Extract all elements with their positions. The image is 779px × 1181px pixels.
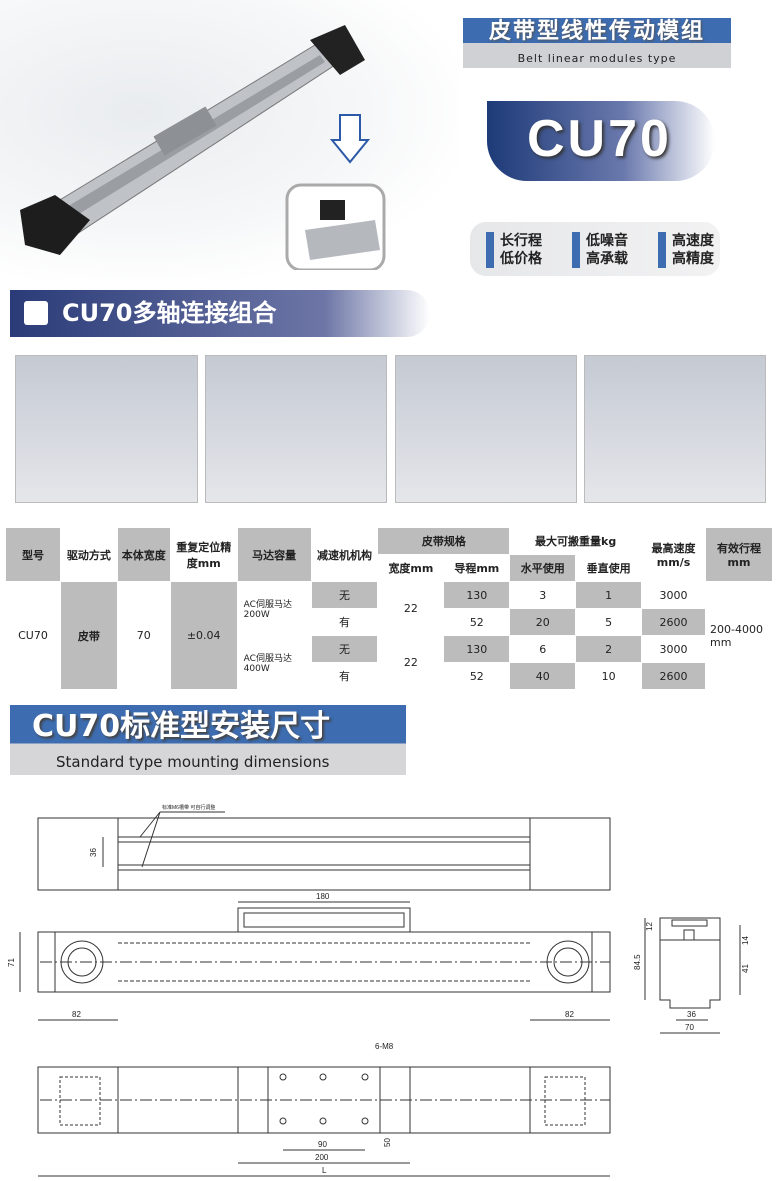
cell-belt-width: 22 — [377, 635, 445, 690]
title-en: Belt linear modules type — [517, 52, 677, 65]
cell-lead: 130 — [443, 635, 511, 663]
dim-label: L — [322, 1166, 327, 1175]
cell-width: 70 — [116, 581, 171, 690]
feature: 高精度 — [672, 251, 714, 267]
th-width: 本体宽度 — [116, 527, 171, 582]
side-view: 180 71 82 82 — [7, 892, 611, 1021]
cell-horizontal: 20 — [509, 608, 577, 636]
dim-label: 180 — [316, 892, 330, 901]
cell-reducer: 无 — [310, 581, 379, 609]
cell-stroke: 200-4000 mm — [704, 581, 774, 690]
section-subtitle: Standard type mounting dimensions — [56, 753, 330, 771]
combo-image-xyz-gantry — [15, 355, 198, 503]
dim-label: 71 — [7, 958, 16, 967]
bottom-view: 6-M8 90 200 50 L — [37, 1042, 611, 1177]
combo-image-parallel — [395, 355, 577, 503]
th-model: 型号 — [5, 527, 61, 582]
model-name: CU70 — [527, 110, 672, 168]
cell-vertical: 1 — [575, 581, 643, 609]
dim-label: 82 — [72, 1010, 81, 1019]
dimension-drawing: 标准M6槽带 可自行调整 36 180 71 82 82 84.5 12 14 … — [7, 804, 750, 1177]
dim-label: 6-M8 — [375, 1042, 394, 1051]
cell-speed: 3000 — [641, 581, 706, 609]
title-banner: 皮带型线性传动模组 Belt linear modules type — [463, 18, 731, 68]
top-view: 标准M6槽带 可自行调整 36 — [37, 804, 611, 891]
cell-vertical: 5 — [575, 608, 643, 636]
cell-horizontal: 6 — [509, 635, 577, 663]
table-row: 有 52 20 5 2600 — [6, 608, 773, 636]
th-precision: 重复定位精度mm — [169, 527, 238, 582]
th-belt-width: 宽度mm — [377, 554, 445, 582]
dim-label: 200 — [315, 1153, 329, 1162]
square-icon — [24, 301, 48, 325]
dim-label: 82 — [565, 1010, 574, 1019]
cell-reducer: 无 — [310, 635, 379, 663]
table-row: CU70 皮带 70 ±0.04 AC伺服马达200W 无 22 130 3 1… — [5, 581, 774, 690]
cell-lead: 52 — [443, 608, 511, 636]
model-badge: CU70 — [487, 101, 715, 181]
cell-horizontal: 40 — [509, 662, 577, 690]
th-horizontal: 水平使用 — [509, 554, 577, 582]
feature: 低噪音 — [586, 233, 628, 249]
dim-label: 84.5 — [633, 954, 642, 970]
section-header-multi-axis: CU70多轴连接组合 — [10, 290, 430, 337]
cell-reducer: 有 — [310, 608, 379, 636]
th-vertical: 垂直使用 — [575, 554, 643, 582]
th-lead: 导程mm — [443, 554, 511, 582]
dim-label: 41 — [741, 964, 750, 973]
dim-label: 90 — [318, 1140, 327, 1149]
dim-label: 14 — [741, 936, 750, 945]
combo-image-xy-gantry — [205, 355, 387, 503]
spec-table: 型号 驱动方式 本体宽度 重复定位精度mm 马达容量 减速机机构 皮带规格 最大… — [5, 527, 774, 690]
cell-drive: 皮带 — [59, 581, 118, 690]
title-cn: 皮带型线性传动模组 — [488, 19, 705, 44]
cell-motor: AC伺服马达200W — [236, 581, 312, 636]
cell-horizontal: 3 — [509, 581, 577, 609]
th-drive: 驱动方式 — [59, 527, 118, 582]
th-speed: 最高速度mm/s — [641, 527, 706, 582]
cell-model: CU70 — [5, 581, 61, 690]
cell-vertical: 10 — [575, 662, 643, 690]
feature-group: 高速度高精度 — [658, 232, 714, 268]
cell-lead: 130 — [443, 581, 511, 609]
section-title: CU70多轴连接组合 — [62, 299, 277, 327]
th-motor: 马达容量 — [236, 527, 312, 582]
dim-label: 36 — [89, 848, 98, 857]
slot-note: 标准M6槽带 可自行调整 — [162, 804, 215, 811]
feature-group: 低噪音高承载 — [572, 232, 628, 268]
product-image-belt-module — [20, 25, 386, 270]
dim-label: 12 — [645, 922, 654, 931]
section-title: CU70标准型安装尺寸 — [32, 709, 331, 744]
feature-marker-icon — [572, 232, 580, 268]
table-row: 有 52 40 10 2600 — [6, 662, 773, 690]
table-row: AC伺服马达400W 无 22 130 6 2 3000 — [6, 635, 773, 690]
dim-label: 50 — [383, 1138, 392, 1147]
cell-speed: 2600 — [641, 662, 706, 690]
feature-list: 长行程低价格 低噪音高承载 高速度高精度 — [470, 222, 720, 276]
dim-label: 70 — [685, 1023, 694, 1032]
feature: 低价格 — [500, 251, 542, 267]
feature: 高承载 — [586, 251, 628, 267]
cross-section-view: 84.5 12 14 41 36 70 — [633, 917, 750, 1034]
section-header-dimensions: CU70标准型安装尺寸 Standard type mounting dimen… — [10, 705, 406, 775]
cell-lead: 52 — [443, 662, 511, 690]
dim-label: 36 — [687, 1010, 696, 1019]
cell-belt-width: 22 — [377, 581, 445, 636]
cell-speed: 2600 — [641, 608, 706, 636]
th-stroke: 有效行程mm — [704, 527, 774, 582]
cell-vertical: 2 — [575, 635, 643, 663]
th-belt: 皮带规格 — [377, 527, 511, 555]
feature-marker-icon — [658, 232, 666, 268]
th-load: 最大可搬重量kg — [509, 527, 643, 555]
combo-image-cross — [584, 355, 766, 503]
cell-motor: AC伺服马达400W — [236, 635, 312, 690]
cell-precision: ±0.04 — [169, 581, 238, 690]
feature-marker-icon — [486, 232, 494, 268]
cell-reducer: 有 — [310, 662, 379, 690]
cell-speed: 3000 — [641, 635, 706, 663]
feature: 长行程 — [500, 233, 542, 249]
feature: 高速度 — [672, 233, 714, 249]
feature-group: 长行程低价格 — [486, 232, 542, 268]
th-reducer: 减速机机构 — [310, 527, 379, 582]
